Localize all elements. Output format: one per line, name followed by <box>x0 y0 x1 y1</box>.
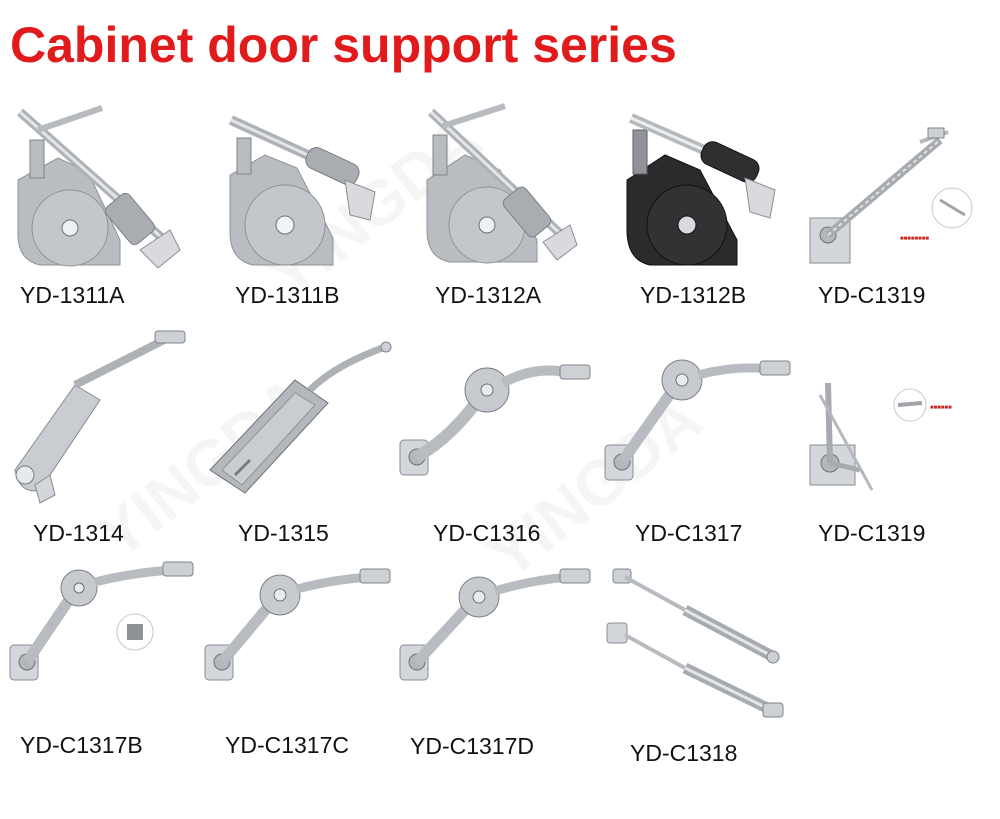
product-card: YD-1311A <box>10 100 200 308</box>
page-title: Cabinet door support series <box>10 17 677 73</box>
product-card: YD-C1317B <box>5 560 205 758</box>
knuckle-stay-icon <box>204 568 391 681</box>
bracket-stay-icon: ■■■■■■ <box>809 382 952 491</box>
telescopic-stay-icon: ■■■■■■■■ <box>809 127 973 264</box>
product-caption: YD-C1317 <box>635 520 743 546</box>
black-disc-stay-icon <box>626 113 776 266</box>
gas-spring-icon <box>606 568 784 718</box>
product-card: YD-1314 <box>5 325 195 546</box>
product-card: YD-1312A <box>425 100 615 308</box>
gray-disc-stay-icon <box>17 105 181 269</box>
product-caption: YD-1311B <box>235 282 340 308</box>
product-caption: YD-C1317B <box>20 732 143 758</box>
knuckle-stay-icon <box>9 561 194 681</box>
product-caption: YD-C1318 <box>630 740 738 766</box>
product-caption: YD-C1317D <box>410 733 534 759</box>
product-card: ■■■■■■■■ YD-C1319 <box>800 100 990 308</box>
product-caption: YD-1311A <box>20 282 125 308</box>
product-caption: YD-C1319 <box>818 282 926 308</box>
product-card: YD-C1317 <box>600 355 800 546</box>
product-caption: YD-C1316 <box>433 520 541 546</box>
product-caption: YD-1315 <box>238 520 329 546</box>
product-caption: YD-C1319 <box>818 520 926 546</box>
product-card: YD-C1317C <box>200 565 400 758</box>
product-card: YD-1315 <box>200 325 400 546</box>
knuckle-stay-icon <box>399 364 591 476</box>
product-card: YD-1311B <box>225 100 415 308</box>
product-card: YD-1312B <box>625 100 795 308</box>
flat-arm-stay-icon <box>14 330 186 504</box>
product-card: YD-C1317D <box>395 565 595 759</box>
product-caption: YD-1312B <box>640 282 747 308</box>
gray-disc-stay-icon <box>228 115 376 266</box>
inset-label: ■■■■■■■■ <box>900 236 929 242</box>
product-caption: YD-1314 <box>33 520 124 546</box>
knuckle-stay-icon <box>399 568 591 681</box>
product-caption: YD-1312A <box>435 282 542 308</box>
knuckle-stay-icon <box>604 359 791 481</box>
box-arm-stay-icon <box>209 341 392 494</box>
product-card: YD-C1318 <box>605 565 795 766</box>
inset-label: ■■■■■■ <box>930 405 952 411</box>
product-card: ■■■■■■ YD-C1319 <box>800 375 990 546</box>
gray-disc-stay-icon <box>426 103 578 264</box>
product-caption: YD-C1317C <box>225 732 349 758</box>
product-card: YD-C1316 <box>395 345 595 546</box>
